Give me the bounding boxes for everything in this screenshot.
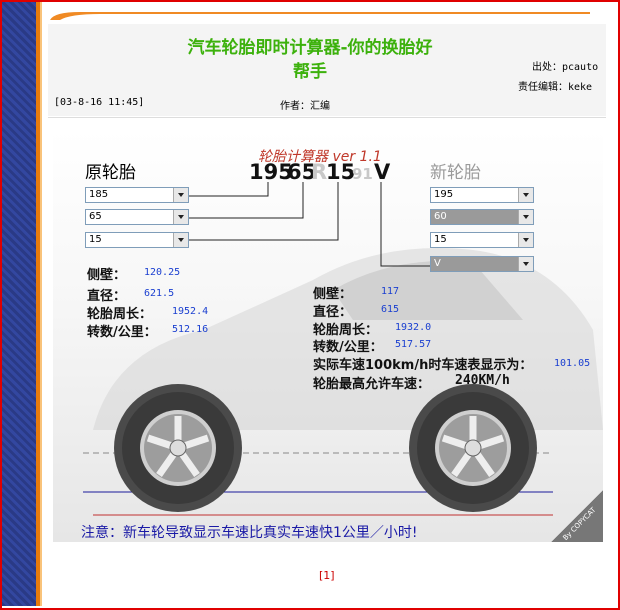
original-circ-label: 轮胎周长： [87, 307, 153, 322]
max-speed-value: 240KM/h [455, 373, 510, 388]
original-ratio-select[interactable]: 65 [85, 209, 189, 225]
new-width-select[interactable]: 195 [430, 187, 534, 203]
code-load: 91 [352, 165, 373, 183]
new-tire-heading: 新轮胎 [430, 163, 481, 183]
code-r: R [311, 160, 328, 184]
chevron-down-icon[interactable] [518, 233, 533, 247]
new-circ-value: 1932.0 [395, 322, 432, 333]
source-text: 出处：pcauto [532, 62, 599, 73]
max-speed-label: 轮胎最高允许车速： [313, 377, 431, 392]
chevron-down-icon[interactable] [518, 188, 533, 202]
new-sidewall-label: 侧壁： [313, 287, 353, 302]
corner-badge-text: By COPYCAT [561, 505, 598, 542]
left-orange-stripe [36, 2, 40, 606]
original-diameter-value: 621.5 [144, 288, 175, 299]
code-rim: 15 [326, 160, 356, 184]
original-rim-select[interactable]: 15 [85, 232, 189, 248]
left-light-stripe [40, 2, 42, 606]
title-line-2: 帮手 [293, 62, 327, 82]
chevron-down-icon[interactable] [173, 233, 188, 247]
original-diameter-label: 直径： [87, 289, 127, 304]
original-tire-heading: 原轮胎 [85, 163, 136, 183]
calculator-illustration [83, 182, 603, 516]
code-speed: V [374, 160, 391, 184]
code-ratio: 65 [287, 160, 317, 184]
editor-text: 责任编辑：keke [518, 82, 593, 93]
new-speed-select[interactable]: V [430, 256, 534, 272]
chevron-down-icon[interactable] [173, 188, 188, 202]
original-sidewall-label: 侧壁： [87, 268, 127, 283]
date-text: [03-8-16 11:45] [54, 97, 145, 108]
article-header [48, 24, 606, 116]
copycat-corner-badge: By COPYCAT [551, 490, 603, 542]
article-title: 汽车轮胎即时计算器-你的换胎好 帮手 [150, 36, 470, 84]
left-wheel-icon [114, 384, 242, 512]
original-circ-value: 1952.4 [172, 306, 209, 317]
original-rev-label: 转数/公里： [87, 325, 157, 340]
code-width: 195 [249, 160, 293, 184]
header-swoosh [50, 12, 590, 20]
right-wheel-icon [409, 384, 537, 512]
page-link-1[interactable]: [1] [319, 569, 335, 582]
new-diameter-label: 直径： [313, 305, 353, 320]
left-decorative-band [2, 2, 36, 606]
chevron-down-icon[interactable] [518, 257, 533, 271]
original-rev-value: 512.16 [172, 324, 209, 335]
new-rim-select[interactable]: 15 [430, 232, 534, 248]
new-ratio-select[interactable]: 60 [430, 209, 534, 225]
chevron-down-icon[interactable] [518, 210, 533, 224]
new-diameter-value: 615 [381, 304, 400, 315]
new-rev-value: 517.57 [395, 339, 432, 350]
title-line-1: 汽车轮胎即时计算器-你的换胎好 [187, 38, 433, 58]
speed-warning-note: 注意：新车轮导致显示车速比真实车速快1公里／小时! [81, 525, 418, 541]
calculator-version: 轮胎计算器 ver 1.1 [258, 149, 382, 165]
speedometer-label: 实际车速100km/h时车速表显示为： [313, 358, 533, 373]
header-divider [48, 117, 606, 118]
original-sidewall-value: 120.25 [144, 267, 181, 278]
new-circ-label: 轮胎周长： [313, 323, 379, 338]
chevron-down-icon[interactable] [173, 210, 188, 224]
tire-calculator: 原轮胎 新轮胎 轮胎计算器 ver 1.1 195 65 R 15 91 V 1… [53, 130, 603, 542]
new-sidewall-value: 117 [381, 286, 400, 297]
original-width-select[interactable]: 185 [85, 187, 189, 203]
new-rev-label: 转数/公里： [313, 340, 383, 355]
speedometer-value: 101.05 [554, 358, 591, 369]
author-text: 作者：汇编 [280, 101, 330, 112]
